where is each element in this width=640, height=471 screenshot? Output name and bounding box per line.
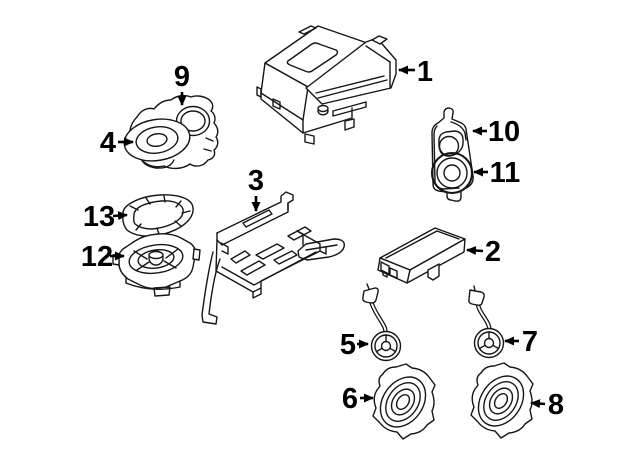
- callout-12-label: 12: [81, 241, 113, 273]
- callout-3: 3: [248, 165, 264, 212]
- callout-11-label: 11: [490, 157, 521, 189]
- callout-11: 11: [473, 157, 521, 189]
- callout-1-label: 1: [417, 56, 433, 88]
- callout-13: 13: [83, 201, 128, 233]
- speaker-cone: [123, 118, 191, 162]
- callout-12: 12: [81, 241, 125, 273]
- callout-6-label: 6: [342, 383, 358, 415]
- door-speaker-right-drawing: [470, 362, 534, 439]
- callout-5-label: 5: [340, 329, 356, 361]
- door-speaker-left-drawing: [372, 363, 436, 440]
- callout-10-label: 10: [488, 116, 520, 148]
- callout-9: 9: [174, 61, 190, 106]
- callout-5: 5: [340, 329, 369, 361]
- callout-9-label: 9: [174, 61, 190, 93]
- callout-6: 6: [342, 383, 374, 415]
- callout-10: 10: [472, 116, 520, 148]
- callout-2-arrow: [466, 246, 484, 256]
- callout-4: 4: [100, 127, 134, 159]
- center-speaker-drawing: [112, 233, 201, 297]
- tweeter-right-drawing: [468, 285, 505, 359]
- amplifier-drawing: [377, 227, 466, 284]
- callout-4-label: 4: [100, 127, 116, 159]
- callout-13-arrow: [112, 211, 128, 221]
- callout-8: 8: [530, 389, 564, 421]
- callout-1: 1: [398, 56, 433, 88]
- callout-8-arrow: [530, 399, 546, 409]
- mounting-bracket-drawing: [201, 191, 345, 325]
- tweeter-left-drawing: [362, 283, 402, 362]
- callout-13-label: 13: [83, 201, 115, 233]
- callout-8-label: 8: [548, 389, 564, 421]
- radio-head-unit-drawing: [256, 25, 397, 145]
- callout-2-label: 2: [485, 236, 501, 268]
- callout-7: 7: [504, 326, 538, 358]
- callout-3-label: 3: [248, 165, 264, 197]
- callout-7-label: 7: [522, 326, 538, 358]
- speaker-gasket-drawing: [122, 194, 194, 237]
- speaker-bracket-drawing: [123, 94, 219, 170]
- speaker-housing-drawing: [430, 107, 474, 202]
- callout-2: 2: [466, 236, 501, 268]
